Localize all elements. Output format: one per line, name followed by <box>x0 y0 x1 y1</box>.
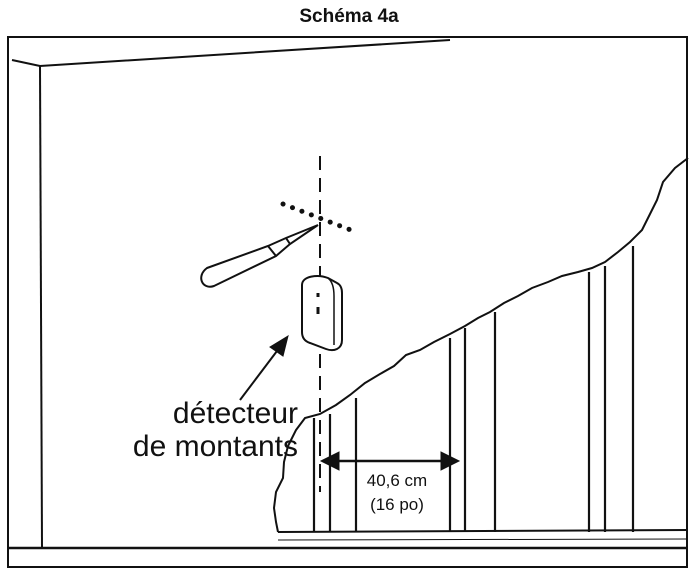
stud-finder-label-line2: de montants <box>132 430 298 463</box>
dimension-arrow <box>319 451 461 471</box>
figure-title: Schéma 4a <box>299 6 399 27</box>
callout-arrow <box>239 334 289 401</box>
floor-baseboard <box>9 529 689 550</box>
stud-spacing-imperial: (16 po) <box>370 495 424 514</box>
torn-drywall-edge <box>272 157 689 533</box>
dotted-mark <box>280 201 359 235</box>
wall-studs <box>312 246 635 532</box>
stud-finder-icon <box>301 275 343 352</box>
stud-spacing-metric: 40,6 cm <box>366 471 428 490</box>
diagram-frame <box>7 36 688 568</box>
stud-finder-label-line1: détecteur <box>172 397 298 430</box>
pencil-icon <box>200 224 319 288</box>
stud-finder-label: détecteur de montants <box>98 397 298 463</box>
stud-spacing-label: 40,6 cm (16 po) <box>352 469 442 517</box>
